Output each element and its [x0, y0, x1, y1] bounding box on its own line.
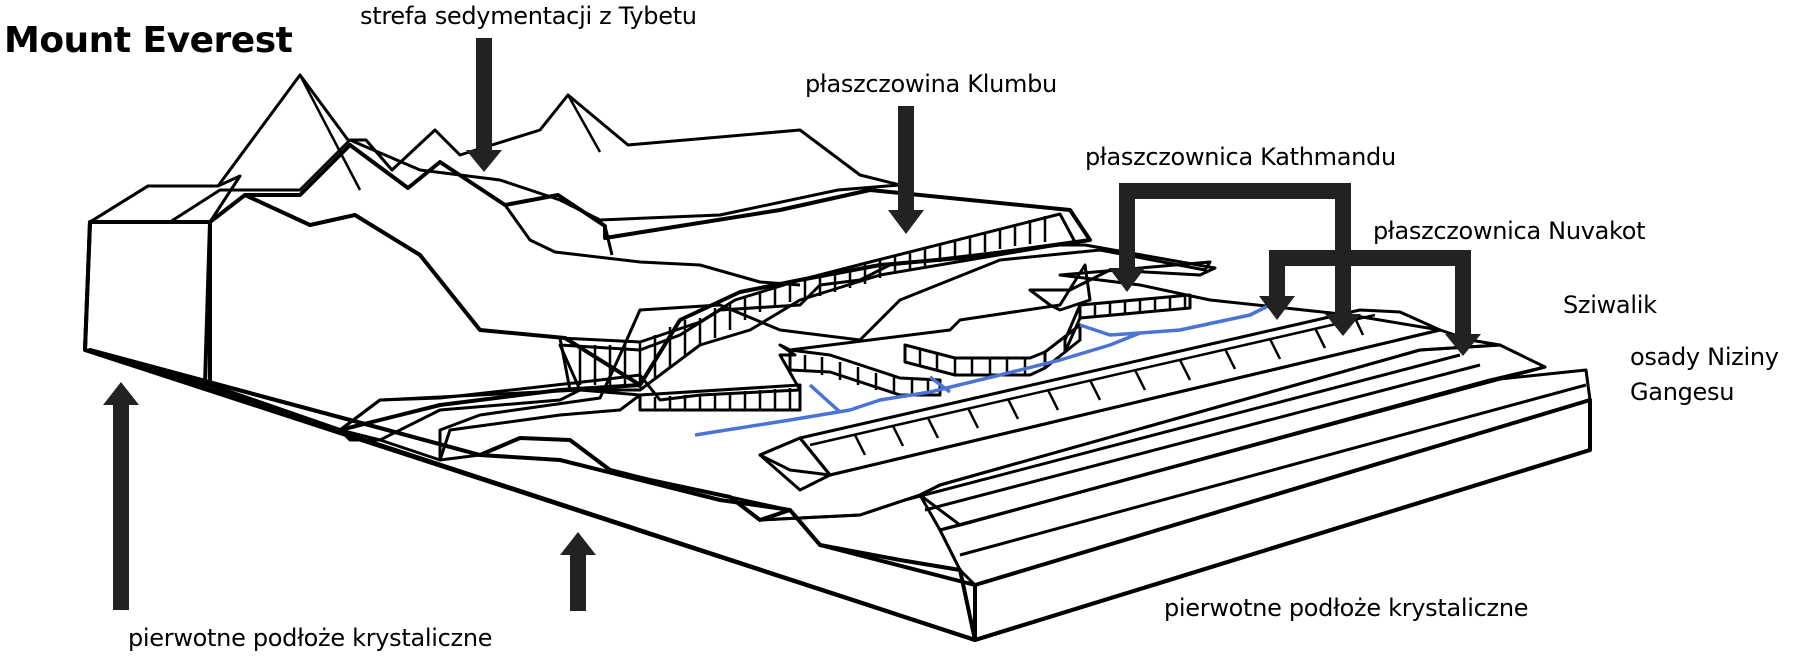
kathmandu-scarp-1: [638, 383, 802, 412]
ganges-sediment-layer: [938, 368, 1592, 587]
label-khumbu-nappe: płaszczowina Klumbu: [805, 70, 1057, 98]
siwalik-front-wedge: [758, 493, 962, 572]
label-tibet-zone: strefa sedymentacji z Tybetu: [360, 2, 697, 30]
tibetan-zone-left-block: [83, 220, 212, 387]
khumbu-scarp: [558, 212, 1077, 392]
label-ganges-line1: osady Niziny: [1630, 343, 1779, 371]
label-nuvakot-nappe: płaszczownica Nuvakot: [1373, 217, 1646, 245]
khumbu-hatch: [578, 216, 1047, 388]
khumbu-yellow-layer: [208, 143, 1092, 432]
kathmandu-pink-layer: [338, 243, 1217, 442]
kathmandu-scarp-6: [1063, 303, 1082, 354]
arrow-khumbu: [888, 106, 924, 234]
arrow-tibet-zone: [466, 38, 502, 172]
kathmandu-front-band: [338, 388, 642, 462]
tibetan-zone-top: [88, 174, 242, 224]
red-thrust-sheet: [758, 308, 1442, 477]
kathmandu-scarp-2: [788, 348, 942, 397]
kathmandu-scarp-5: [1078, 293, 1192, 320]
label-basement-right: pierwotne podłoże krystaliczne: [1164, 594, 1529, 622]
label-siwalik: Sziwalik: [1563, 291, 1657, 319]
label-ganges-line2: Gangesu: [1630, 378, 1735, 406]
arrow-basement-left: [103, 382, 139, 610]
arrow-basement-mid: [560, 532, 596, 611]
page-title: Mount Everest: [4, 20, 293, 61]
label-kathmandu-nappe: płaszczownica Kathmandu: [1085, 143, 1396, 171]
thrust-ticks: [853, 317, 1365, 456]
strata-lines: [904, 353, 1587, 557]
label-basement-left: pierwotne podłoże krystaliczne: [128, 624, 493, 652]
tibetan-zone-mountains: [88, 73, 902, 224]
arrow-kathmandu-bracket: [1109, 183, 1361, 336]
arrow-nuvakot-bracket: [1259, 250, 1481, 356]
